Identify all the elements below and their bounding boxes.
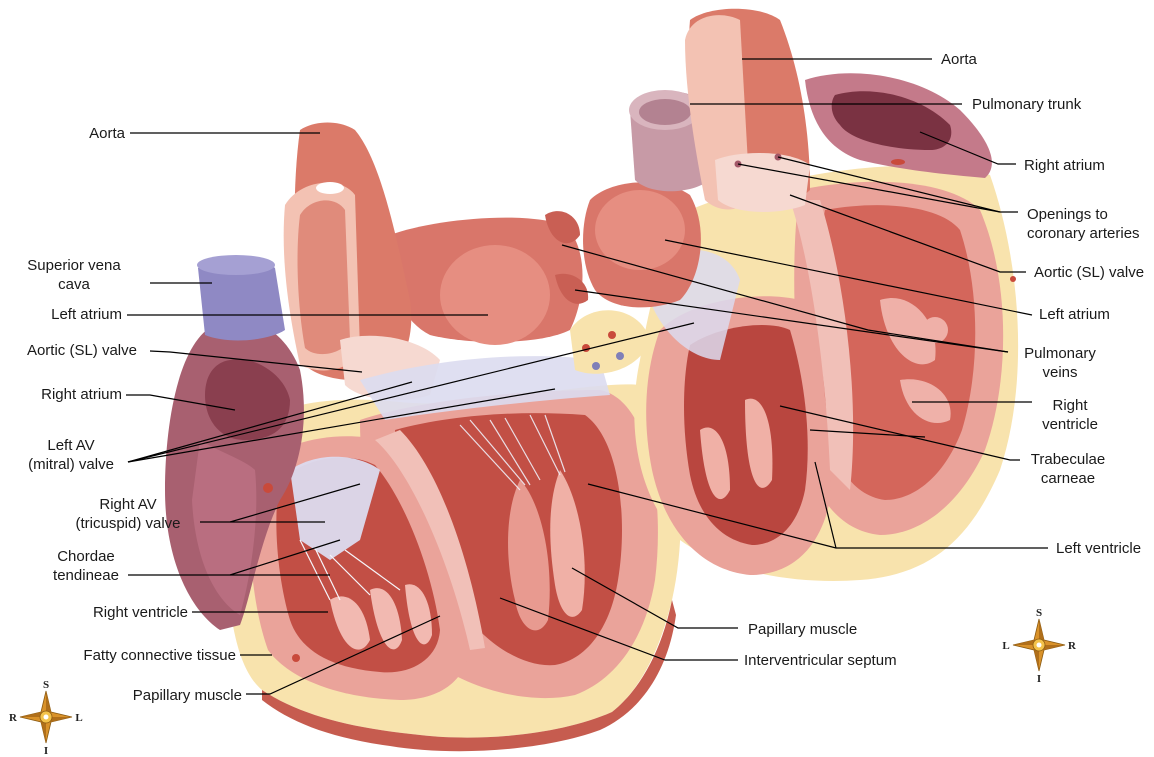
left-atrium-dome [440,245,550,345]
svc-opening [197,255,275,275]
compass-right-bottom: I [1037,673,1041,685]
leader-septum [499,597,738,661]
label-papillary-muscle-left: Papillary muscle [132,687,242,704]
superior-vena-cava [198,258,285,341]
label-pulmonary-trunk: Pulmonary trunk [972,96,1082,113]
coronary-vessel-6 [292,654,300,662]
pulmonary-trunk-lumen [639,99,691,125]
aorta-left-lumen [297,200,350,355]
label-aortic-valve-left: Aortic (SL) valve [26,342,137,359]
label-interventricular-septum: Interventricular septum [744,652,897,669]
label-right-atrium-left: Right atrium [41,386,122,403]
label-left-atrium-right: Left atrium [1039,306,1110,323]
coronary-vessel-7 [891,159,905,165]
compass-right-left: L [1002,640,1009,652]
label-aorta-right: Aorta [941,51,977,68]
leader-pulmonary-veins-1 [561,244,1009,353]
coronary-vessel-3 [592,362,600,370]
right-heart [583,8,1019,581]
label-right-atrium-right: Right atrium [1024,157,1105,174]
coronary-vessel-5 [263,483,273,493]
label-aorta-left: Aorta [89,125,125,142]
label-fatty-connective-tissue: Fatty connective tissue [83,647,236,664]
compass-right-right: R [1068,640,1077,652]
leader-papillary-right [571,567,738,629]
leader-lines [126,58,1048,695]
compass-left-right: L [75,712,82,724]
leader-mitral-3 [127,388,556,463]
left-atrium-rv-dome [595,190,685,270]
leader-trabeculae-1 [779,405,1020,461]
lv-papillary-muscle-1 [508,480,550,631]
aorta-highlight [316,182,344,194]
compass-right-top: S [1036,607,1042,619]
right-ventricle-rv-cavity [819,205,976,501]
leader-right-atrium-right [919,131,1016,165]
label-papillary-muscle-right: Papillary muscle [748,621,858,638]
left-heart [165,122,681,752]
tricuspid-valve-leaflets [290,456,380,560]
left-ventricle-rv-papillary [700,398,773,500]
compass-right: S I L R [1002,607,1077,685]
compass-left-bottom: I [44,745,48,757]
pulmonary-vein-stub-1 [545,211,580,244]
label-tricuspid-valve: Right AV(tricuspid) valve [75,496,181,532]
leader-coronary-2 [737,163,1001,213]
label-aortic-valve-right: Aortic (SL) valve [1034,264,1145,281]
rv-interventricular-septum [790,200,854,490]
leader-right-atrium-left [126,394,236,411]
compass-left-top: S [43,679,49,691]
right-atrium-cavity [205,359,290,440]
septal-fat [570,310,650,374]
lv-papillary-muscle-2 [550,470,585,617]
leader-trabeculae-2 [809,429,926,438]
aortic-valve-right-view [715,153,810,212]
interventricular-septum [375,430,485,650]
label-left-atrium-left: Left atrium [51,306,122,323]
rv-chordae [299,539,401,601]
coronary-vessel-8 [1010,276,1016,282]
leader-pulmonary-veins-2 [574,289,1009,353]
leader-mitral-2 [127,322,695,463]
pulmonary-vein-stub-2 [555,273,589,304]
mitral-valve-area [360,356,610,420]
rv-trabeculae [330,584,432,650]
compass-left-left: R [9,712,18,724]
leader-papillary-left [246,615,441,695]
coronary-vessel-2 [608,331,616,339]
label-right-ventricle-left: Right ventricle [92,604,188,621]
label-mitral-valve: Left AV(mitral) valve [28,437,114,473]
leader-aortic-valve-left [149,350,363,373]
leader-mitral-1 [127,381,413,463]
compass-left: S I R L [9,679,83,757]
leader-left-atrium-right [664,239,1033,316]
label-left-ventricle-right: Left ventricle [1056,540,1142,557]
coronary-vessel-4 [616,352,624,360]
right-atrium-rv-cavity [831,91,952,150]
lv-chordae [459,414,566,491]
leader-lv-right-2 [814,461,837,549]
leader-aortic-valve-right [789,194,1026,273]
right-ventricle-trabeculae [880,298,951,424]
